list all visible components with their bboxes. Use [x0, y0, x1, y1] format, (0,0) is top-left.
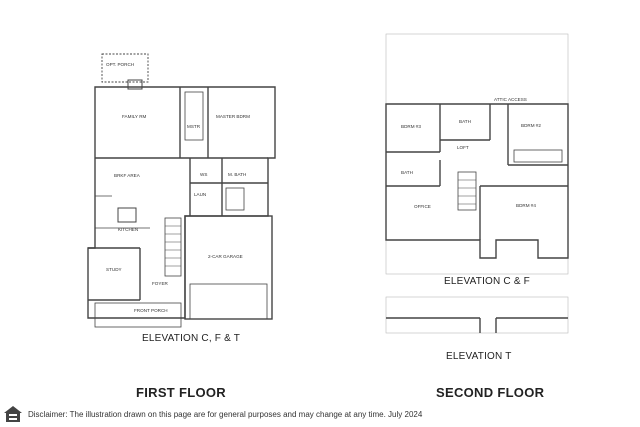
first-floor-elevation-label: ELEVATION C, F & T — [142, 333, 241, 344]
first-floor-title: FIRST FLOOR — [136, 385, 226, 400]
second-floor-elevation-t-label: ELEVATION T — [446, 351, 512, 362]
room-bdrm3: BDRM #3 — [401, 124, 421, 129]
room-master-bdrm: MASTER BDRM — [216, 114, 250, 119]
room-study: STUDY — [106, 267, 122, 272]
room-kitchen: KITCHEN — [118, 227, 138, 232]
room-attic-access: ATTIC ACCESS — [494, 97, 527, 102]
first-floor-plan — [87, 53, 276, 328]
second-floor-plan — [385, 33, 569, 334]
second-floor-labels: BDRM #3 BATH BDRM #2 LOFT BATH OFFICE BD… — [401, 97, 541, 209]
room-garage: 2-CAR GARAGE — [208, 254, 243, 259]
room-bdrm2: BDRM #2 — [521, 123, 541, 128]
room-ws: WS — [200, 172, 207, 177]
room-office: OFFICE — [414, 204, 431, 209]
room-laun: LAUN — [194, 192, 206, 197]
room-front-porch: FRONT PORCH — [134, 308, 168, 313]
disclaimer-text: Disclaimer: The illustration drawn on th… — [28, 410, 423, 419]
room-bath: BATH — [459, 119, 471, 124]
room-foyer: FOYER — [152, 281, 169, 286]
equal-housing-opportunity-icon — [4, 406, 22, 422]
second-floor-title: SECOND FLOOR — [436, 385, 545, 400]
room-closet: MSTR — [187, 124, 201, 129]
room-bdrm4: BDRM #4 — [516, 203, 536, 208]
room-m-bath: M. BATH — [228, 172, 246, 177]
room-loft: LOFT — [457, 145, 469, 150]
room-brkf-area: BRKF AREA — [114, 173, 141, 178]
second-floor-elevation-label: ELEVATION C & F — [444, 276, 530, 287]
room-bath2: BATH — [401, 170, 413, 175]
first-floor-labels: OPT. PORCH FAMILY RM MASTER BDRM MSTR BR… — [106, 62, 250, 313]
room-family: FAMILY RM — [122, 114, 147, 119]
room-opt-porch: OPT. PORCH — [106, 62, 134, 67]
